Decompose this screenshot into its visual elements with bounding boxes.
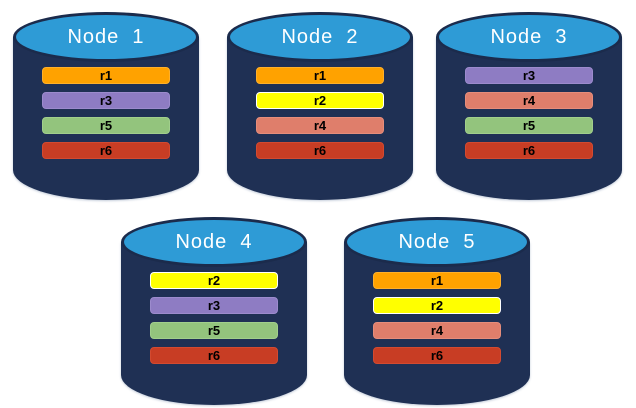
replica-label: r5 <box>99 118 113 133</box>
replica-bar-r2: r2 <box>256 92 384 109</box>
replica-bar-r1: r1 <box>42 67 170 84</box>
replica-label: r1 <box>313 68 327 83</box>
replica-bar-r4: r4 <box>465 92 593 109</box>
replica-label: r6 <box>99 143 113 158</box>
replica-label: r1 <box>99 68 113 83</box>
replica-label: r6 <box>430 348 444 363</box>
replica-label: r3 <box>207 298 221 313</box>
node-label: Node 5 <box>398 230 476 253</box>
replica-label: r4 <box>430 323 444 338</box>
replica-bar-r2: r2 <box>373 297 501 314</box>
replica-label: r4 <box>313 118 327 133</box>
replica-label: r5 <box>522 118 536 133</box>
replica-label: r4 <box>522 93 536 108</box>
replica-list: r1 r2 r4 r6 <box>373 272 501 364</box>
replica-list: r1 r2 r4 r6 <box>256 67 384 159</box>
node-label: Node 3 <box>490 25 568 48</box>
cylinder-top-ellipse: Node 1 <box>13 12 199 62</box>
cylinder-top-ellipse: Node 2 <box>227 12 413 62</box>
replica-bar-r6: r6 <box>465 142 593 159</box>
database-node-4: Node 4 r2 r3 r5 r6 <box>121 217 307 405</box>
replica-label: r6 <box>522 143 536 158</box>
replica-bar-r1: r1 <box>256 67 384 84</box>
replica-bar-r3: r3 <box>150 297 278 314</box>
node-label: Node 2 <box>281 25 359 48</box>
cylinder-top-ellipse: Node 4 <box>121 217 307 267</box>
replica-label: r2 <box>313 93 327 108</box>
replica-bar-r5: r5 <box>42 117 170 134</box>
node-label: Node 4 <box>175 230 253 253</box>
replica-bar-r4: r4 <box>256 117 384 134</box>
replica-bar-r2: r2 <box>150 272 278 289</box>
replica-bar-r4: r4 <box>373 322 501 339</box>
replica-bar-r3: r3 <box>465 67 593 84</box>
replica-label: r6 <box>313 143 327 158</box>
replica-bar-r6: r6 <box>373 347 501 364</box>
replica-list: r2 r3 r5 r6 <box>150 272 278 364</box>
replica-bar-r6: r6 <box>150 347 278 364</box>
replica-label: r3 <box>99 93 113 108</box>
node-label: Node 1 <box>67 25 145 48</box>
replica-label: r2 <box>207 273 221 288</box>
replica-list: r1 r3 r5 r6 <box>42 67 170 159</box>
database-node-1: Node 1 r1 r3 r5 r6 <box>13 12 199 200</box>
replica-bar-r1: r1 <box>373 272 501 289</box>
cylinder-top-ellipse: Node 5 <box>344 217 530 267</box>
replica-label: r3 <box>522 68 536 83</box>
replica-label: r1 <box>430 273 444 288</box>
replica-label: r6 <box>207 348 221 363</box>
database-node-2: Node 2 r1 r2 r4 r6 <box>227 12 413 200</box>
replica-bar-r3: r3 <box>42 92 170 109</box>
replica-bar-r6: r6 <box>256 142 384 159</box>
database-node-5: Node 5 r1 r2 r4 r6 <box>344 217 530 405</box>
replica-label: r2 <box>430 298 444 313</box>
replica-bar-r5: r5 <box>465 117 593 134</box>
replica-label: r5 <box>207 323 221 338</box>
replica-bar-r5: r5 <box>150 322 278 339</box>
cylinder-top-ellipse: Node 3 <box>436 12 622 62</box>
replica-list: r3 r4 r5 r6 <box>465 67 593 159</box>
database-node-3: Node 3 r3 r4 r5 r6 <box>436 12 622 200</box>
replica-bar-r6: r6 <box>42 142 170 159</box>
